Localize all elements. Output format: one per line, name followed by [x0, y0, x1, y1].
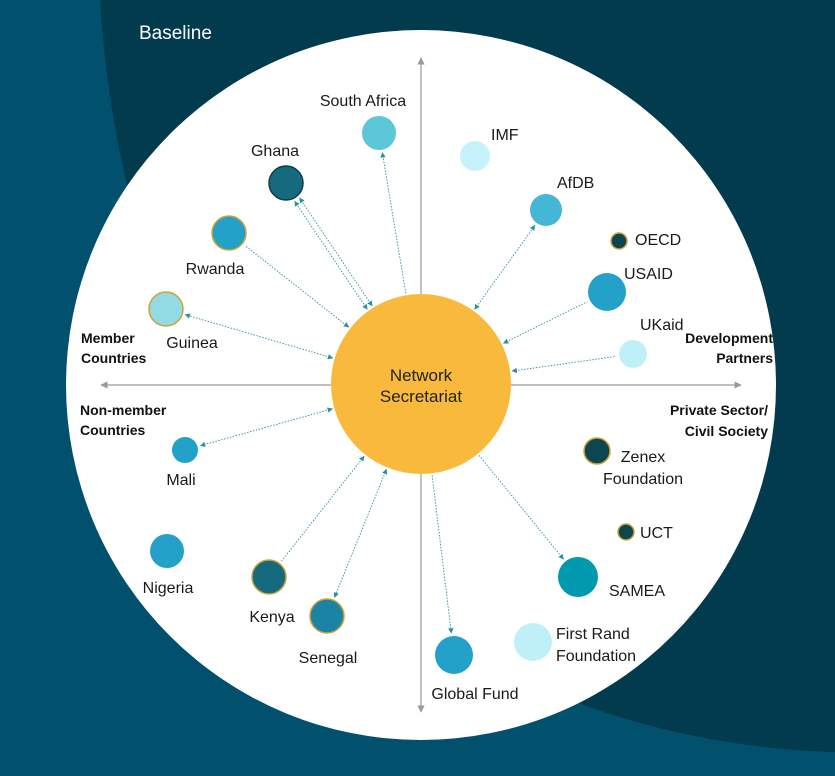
connector-senegal — [333, 468, 388, 598]
node-label-imf: IMF — [491, 127, 519, 144]
node-global-fund — [435, 636, 473, 674]
network-secretariat-node — [331, 294, 511, 474]
node-label-afdb: AfDB — [557, 175, 594, 192]
diagram-title: Baseline — [139, 23, 212, 44]
node-first-rand — [514, 623, 552, 661]
node-senegal — [309, 598, 345, 634]
connectors — [184, 152, 617, 634]
quadrant-member-line2: Countries — [81, 350, 147, 366]
quadrant-private-line1: Private Sector/ — [670, 402, 768, 418]
node-label-ukaid: UKaid — [640, 317, 684, 334]
connector-samea — [478, 455, 564, 560]
node-label-senegal: Senegal — [299, 650, 358, 667]
center-label-line1: Network — [390, 366, 453, 385]
node-guinea — [148, 291, 184, 327]
connector-mali — [199, 407, 333, 447]
connector-global-fund — [431, 475, 454, 634]
node-uct — [617, 523, 635, 541]
node-label-zenex-line2: Foundation — [603, 471, 683, 488]
node-afdb — [530, 194, 562, 226]
node-label-first-rand-line1: First Rand — [556, 626, 630, 643]
node-label-zenex-line1: Zenex — [621, 449, 665, 466]
node-label-first-rand-line2: Foundation — [556, 648, 636, 665]
node-zenex — [583, 437, 611, 465]
node-label-usaid: USAID — [624, 266, 673, 283]
node-south-africa — [362, 116, 396, 150]
quadrant-development-line1: Development — [685, 330, 773, 346]
node-label-samea: SAMEA — [609, 583, 665, 600]
node-kenya — [251, 559, 287, 595]
node-label-nigeria: Nigeria — [143, 580, 194, 597]
connector-ukaid — [511, 355, 617, 374]
node-mali — [172, 437, 198, 463]
quadrant-member-line1: Member — [81, 330, 135, 346]
quadrant-development-line2: Partners — [716, 350, 773, 366]
node-rwanda — [211, 215, 247, 251]
connector-usaid — [502, 301, 588, 344]
node-label-guinea: Guinea — [166, 335, 218, 352]
connector-afdb — [474, 224, 536, 310]
node-label-south-africa: South Africa — [320, 93, 406, 110]
node-label-ghana: Ghana — [251, 143, 299, 160]
node-label-rwanda: Rwanda — [186, 261, 245, 278]
node-label-kenya: Kenya — [249, 609, 294, 626]
quadrant-nonmember-line2: Countries — [80, 422, 146, 438]
node-label-uct: UCT — [640, 525, 673, 542]
node-samea — [558, 557, 598, 597]
node-label-oecd: OECD — [635, 232, 681, 249]
node-oecd — [610, 232, 628, 250]
nodes: South AfricaGhanaRwandaGuineaMaliNigeria… — [143, 93, 684, 703]
node-ukaid — [619, 340, 647, 368]
node-label-mali: Mali — [166, 472, 195, 489]
node-usaid — [588, 273, 626, 311]
node-imf — [460, 141, 490, 171]
connector-ghana — [299, 197, 373, 307]
quadrant-nonmember-line1: Non-member — [80, 402, 167, 418]
quadrant-private-line2: Civil Society — [685, 423, 768, 439]
node-label-global-fund: Global Fund — [431, 686, 518, 703]
node-nigeria — [150, 534, 184, 568]
node-ghana — [268, 165, 304, 201]
center-label-line2: Secretariat — [380, 387, 462, 406]
